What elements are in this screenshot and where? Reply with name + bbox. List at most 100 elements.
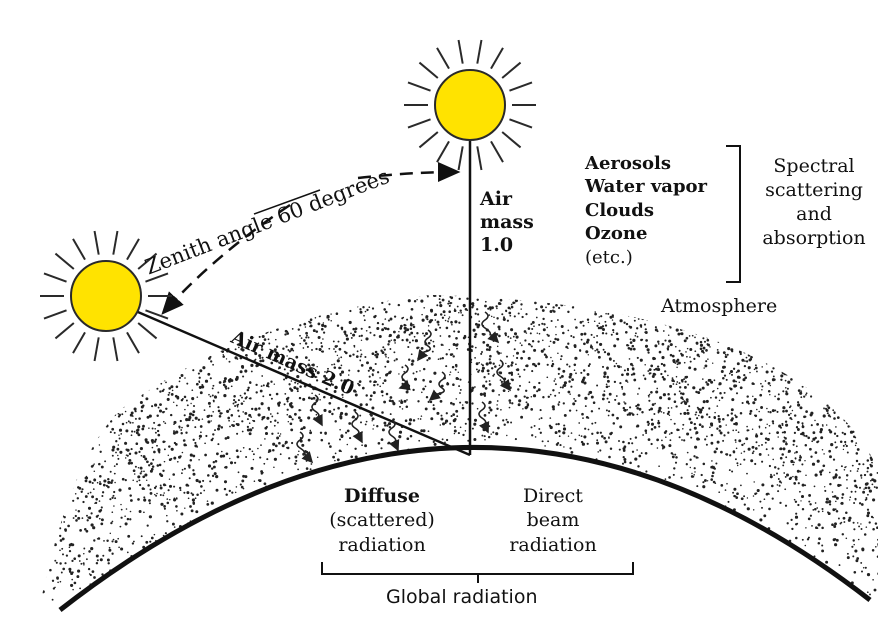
stipple-dot — [730, 408, 734, 412]
stipple-dot — [799, 391, 803, 395]
stipple-dot — [259, 304, 262, 307]
stipple-dot — [256, 322, 260, 326]
stipple-dot — [638, 454, 642, 458]
stipple-dot — [843, 432, 847, 436]
stipple-dot — [245, 456, 248, 458]
stipple-dot — [463, 282, 466, 285]
factors-bracket — [726, 145, 741, 283]
stipple-dot — [640, 452, 643, 455]
stipple-dot — [163, 420, 165, 423]
stipple-dot — [534, 280, 536, 282]
stipple-dot — [554, 378, 557, 380]
stipple-dot — [847, 518, 851, 522]
stipple-dot — [648, 396, 650, 398]
stipple-dot — [125, 421, 128, 424]
stipple-dot — [200, 330, 203, 333]
stipple-dot — [105, 408, 108, 412]
stipple-dot — [522, 408, 524, 410]
stipple-dot — [329, 445, 332, 448]
stipple-dot — [454, 426, 456, 428]
stipple-dot — [422, 387, 425, 391]
stipple-dot — [582, 320, 584, 323]
stipple-dot — [180, 429, 183, 431]
stipple-dot — [374, 350, 378, 354]
stipple-dot — [606, 367, 609, 370]
stipple-dot — [113, 431, 116, 434]
stipple-dot — [430, 339, 432, 342]
stipple-dot — [654, 317, 657, 320]
stipple-dot — [379, 377, 381, 379]
stipple-dot — [444, 319, 447, 322]
stipple-dot — [44, 549, 46, 551]
stipple-dot — [452, 355, 455, 358]
stipple-dot — [126, 551, 129, 554]
stipple-dot — [510, 328, 514, 332]
stipple-dot — [563, 265, 565, 267]
stipple-dot — [168, 375, 171, 378]
stipple-dot — [686, 323, 689, 326]
stipple-dot — [660, 362, 664, 366]
stipple-dot — [411, 293, 412, 294]
stipple-dot — [79, 587, 81, 590]
stipple-dot — [460, 276, 463, 279]
stipple-dot — [352, 333, 356, 337]
stipple-dot — [459, 270, 461, 272]
stipple-dot — [383, 421, 387, 425]
stipple-dot — [409, 316, 413, 320]
stipple-dot — [779, 456, 783, 460]
stipple-dot — [629, 406, 632, 409]
sun-ray — [54, 252, 75, 270]
stipple-dot — [506, 341, 510, 344]
stipple-dot — [682, 428, 684, 430]
stipple-dot — [47, 532, 50, 535]
stipple-dot — [508, 399, 512, 402]
stipple-dot — [599, 326, 603, 330]
stipple-dot — [296, 382, 299, 385]
stipple-dot — [89, 417, 91, 420]
stipple-dot — [434, 289, 436, 291]
stipple-dot — [394, 342, 396, 344]
squiggle-arrow-icon — [296, 431, 314, 464]
stipple-dot — [834, 386, 837, 390]
stipple-dot — [115, 463, 118, 466]
stipple-dot — [363, 319, 366, 322]
stipple-dot — [656, 438, 659, 442]
stipple-dot — [841, 493, 845, 496]
stipple-dot — [312, 396, 316, 400]
stipple-dot — [236, 406, 239, 408]
stipple-dot — [531, 298, 534, 301]
stipple-dot — [824, 489, 827, 492]
stipple-dot — [702, 481, 705, 484]
stipple-dot — [702, 400, 706, 404]
stipple-dot — [336, 359, 340, 363]
stipple-dot — [650, 427, 654, 431]
stipple-dot — [552, 407, 555, 411]
stipple-dot — [310, 295, 312, 297]
stipple-dot — [90, 512, 93, 515]
stipple-dot — [828, 389, 830, 392]
stipple-dot — [349, 309, 352, 313]
stipple-dot — [315, 379, 319, 382]
stipple-dot — [789, 405, 792, 407]
stipple-dot — [233, 420, 235, 423]
stipple-dot — [71, 578, 73, 581]
stipple-dot — [243, 314, 246, 317]
stipple-dot — [388, 335, 391, 338]
stipple-dot — [459, 378, 462, 381]
stipple-dot — [163, 507, 166, 510]
stipple-dot — [682, 423, 685, 426]
stipple-dot — [458, 385, 461, 388]
stipple-dot — [846, 552, 849, 555]
stipple-dot — [853, 418, 855, 420]
stipple-dot — [722, 351, 726, 354]
stipple-dot — [211, 394, 214, 397]
stipple-dot — [178, 455, 181, 459]
stipple-dot — [636, 310, 639, 313]
global-bracket — [321, 562, 634, 583]
stipple-dot — [181, 472, 183, 475]
stipple-dot — [497, 325, 501, 329]
stipple-dot — [74, 514, 77, 518]
stipple-dot — [473, 422, 477, 426]
stipple-dot — [192, 350, 194, 352]
stipple-dot — [389, 278, 391, 280]
